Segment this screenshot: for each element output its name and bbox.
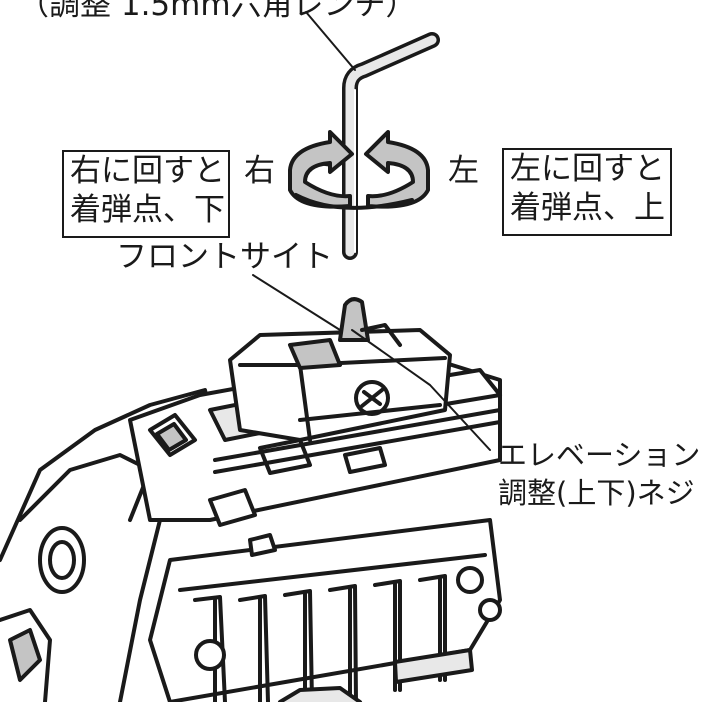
right-turn-note-line2: 着弾点、下 <box>70 192 225 228</box>
left-turn-note-line2: 着弾点、上 <box>510 190 665 226</box>
elevation-label-line1: エレベーション <box>498 438 701 472</box>
picatinny-rail <box>148 518 502 702</box>
left-turn-note-box: 左に回すと 着弾点、上 <box>502 148 672 236</box>
right-turn-note-line1: 右に回すと <box>70 153 225 189</box>
right-turn-note-box: 右に回すと 着弾点、下 <box>62 150 230 238</box>
direction-left-label: 左 <box>448 153 479 189</box>
wrench-size-label: （調整 1.5mm六角レンチ） <box>18 0 417 23</box>
rotation-arrows-icon <box>288 130 430 210</box>
left-turn-note-line1: 左に回すと <box>510 151 665 187</box>
hex-wrench <box>342 32 440 260</box>
front-sight-block <box>228 297 452 442</box>
direction-right-label: 右 <box>244 153 275 189</box>
elevation-label-line2: 調整(上下)ネジ <box>498 476 695 510</box>
front-sight-label: フロントサイト <box>116 239 333 275</box>
leader-lines <box>252 11 491 451</box>
